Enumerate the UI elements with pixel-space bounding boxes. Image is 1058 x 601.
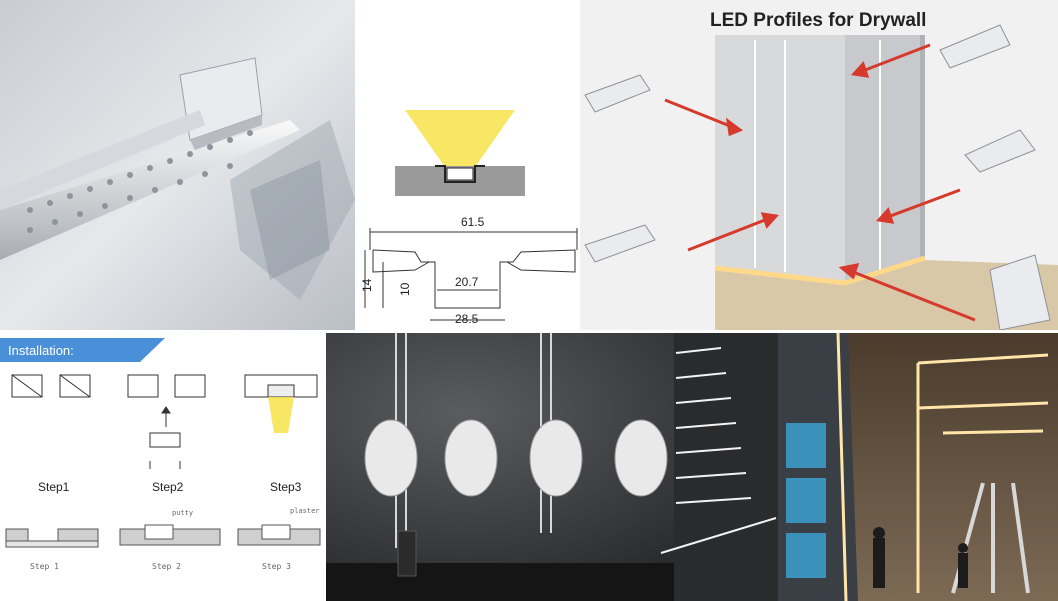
showroom-photo — [326, 333, 778, 601]
light-beam — [405, 110, 515, 170]
drywall-illustration-graphic: LED Profiles for Drywall — [580, 0, 1058, 330]
profile-perforations — [27, 130, 253, 233]
installation-steps: Installation: Step1 Step2 Step3 — [0, 333, 326, 601]
step2-label: Step2 — [152, 480, 184, 494]
stair-lights — [660, 347, 777, 554]
profile-thumbnails — [584, 24, 1051, 330]
installation-sketches — [5, 524, 321, 548]
escalator-photo — [778, 333, 1058, 601]
dim-channel-width: 20.7 — [455, 275, 479, 289]
drywall-illustration: LED Profiles for Drywall — [580, 0, 1058, 330]
dim-base-width: 28.5 — [455, 312, 479, 326]
people — [873, 527, 968, 588]
dim-width: 61.5 — [461, 215, 485, 229]
step3-label: Step3 — [270, 480, 302, 494]
profile-dimension-drawing — [364, 228, 578, 321]
callout-arrows — [664, 43, 976, 322]
dim-height: 14 — [360, 278, 374, 292]
profile-photo-graphic — [0, 0, 355, 330]
ceiling-light-lines — [836, 333, 1049, 601]
step1-label: Step1 — [38, 480, 70, 494]
showroom-photo-graphic — [326, 333, 778, 601]
wall-screens — [786, 423, 826, 578]
annotation-putty: putty — [172, 509, 193, 517]
technical-drawing-graphic: 61.5 14 10 20.7 28.5 — [355, 0, 580, 330]
drywall-title: LED Profiles for Drywall — [710, 10, 926, 31]
installation-steps-graphic: Installation: Step1 Step2 Step3 — [0, 333, 326, 601]
sketch-label-1: Step 1 — [30, 562, 59, 571]
sketch-label-3: Step 3 — [262, 562, 291, 571]
escalator-photo-graphic — [778, 333, 1058, 601]
dim-inner-height: 10 — [398, 282, 412, 296]
technical-drawing: 61.5 14 10 20.7 28.5 — [355, 0, 580, 330]
step2-diagram — [127, 374, 206, 469]
annotation-plaster: plaster — [290, 507, 320, 515]
installation-header: Installation: — [8, 343, 74, 358]
step1-diagram — [11, 374, 91, 398]
step3-diagram — [244, 374, 318, 433]
profile-photo — [0, 0, 355, 330]
sketch-label-2: Step 2 — [152, 562, 181, 571]
led-baseboard-light — [714, 255, 926, 286]
installation-header-bar — [0, 338, 140, 362]
